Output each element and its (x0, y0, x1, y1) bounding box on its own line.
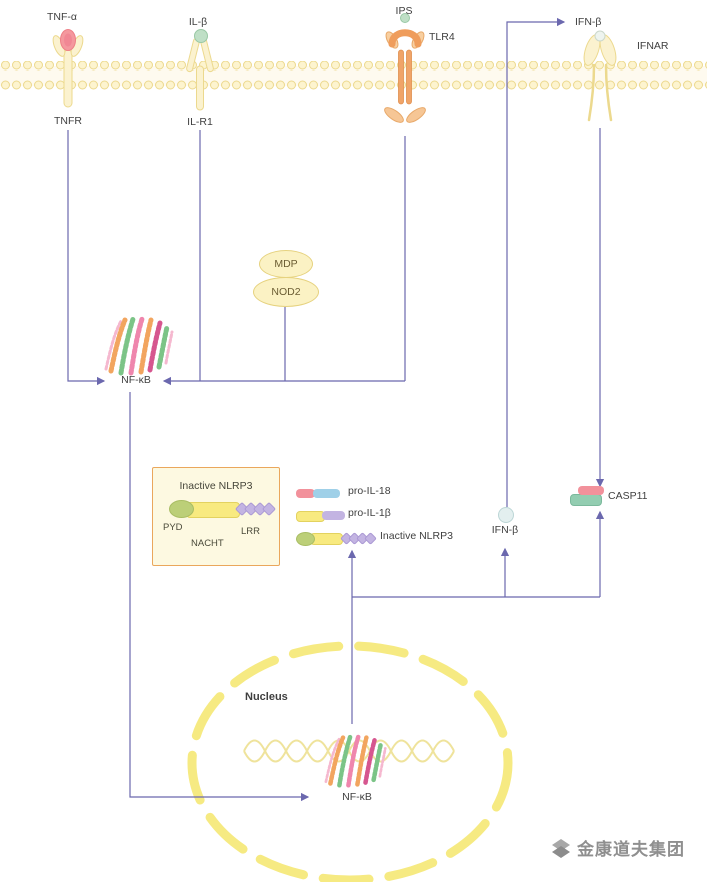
lrr-label: LRR (241, 526, 261, 537)
watermark: 金康道夫集团 (550, 835, 685, 860)
ips-adapter (400, 13, 410, 23)
casp11-green-segment (570, 494, 602, 506)
pro-il18-label: pro-IL-18 (348, 485, 391, 497)
tnfr-label: TNFR (54, 115, 82, 127)
arrow-nfkb-to-nucleus (129, 392, 310, 802)
inactive-nlrp3-legend-label: Inactive NLRP3 (380, 530, 453, 542)
tnf-ligand-label: TNF-α (47, 11, 77, 23)
pro-il1b-label: pro-IL-1β (348, 507, 391, 519)
nlrp3-pyd-segment (296, 532, 315, 546)
dna-helix (243, 739, 455, 763)
ifnar-receptor (583, 30, 617, 122)
inactive-nlrp3-box-title: Inactive NLRP3 (179, 480, 253, 492)
pro-il18-blue-segment (313, 489, 340, 498)
tnfr-receptor (52, 29, 84, 108)
nod2-node: NOD2 (253, 277, 319, 307)
ifn-beta-cytoplasm-label: IFN-β (491, 524, 519, 536)
pyd-domain (169, 500, 194, 518)
ifnar-label: IFNAR (637, 40, 669, 52)
il1b-ligand-label: IL-β (188, 16, 208, 28)
pro-il18-pink-segment (296, 489, 315, 498)
nfkb-nucleus-label: NF-κB (342, 791, 372, 803)
watermark-logo (552, 838, 570, 858)
nacht-label: NACHT (191, 538, 224, 549)
nucleus (187, 641, 513, 882)
il1b-ligand (194, 29, 208, 43)
nfkb-protein-cytoplasm (106, 319, 172, 373)
nucleus-label: Nucleus (245, 691, 288, 703)
ifn-beta-top-label: IFN-β (575, 16, 602, 28)
casp11-label: CASP11 (608, 490, 648, 502)
tlr4-receptor (384, 13, 426, 123)
ifn-ligand (594, 30, 606, 42)
ips-label: IPS (395, 5, 413, 17)
nfkb-cytoplasm-label: NF-κB (121, 374, 151, 386)
inactive-nlrp3-box: Inactive NLRP3 PYD NACHT LRR (152, 467, 280, 566)
nacht-domain (186, 502, 240, 518)
ifn-beta-molecule (498, 507, 514, 523)
ilr1-receptor (186, 29, 214, 111)
mdp-node: MDP (259, 250, 313, 278)
arrow-tnfr-to-nfkb (67, 130, 106, 386)
pro-il1b-purple-segment (322, 511, 345, 520)
signal-arrows (67, 17, 605, 802)
cell-membrane (0, 61, 707, 90)
watermark-text: 金康道夫集团 (577, 840, 685, 859)
lrr-domain (261, 501, 277, 517)
ilr1-label: IL-R1 (187, 116, 213, 128)
casp11-pink-segment (578, 486, 604, 495)
tlr4-label: TLR4 (429, 31, 455, 43)
pro-il1b-yellow-segment (296, 511, 325, 522)
pyd-label: PYD (163, 522, 183, 533)
arrow-ifn-secretion (506, 17, 566, 507)
